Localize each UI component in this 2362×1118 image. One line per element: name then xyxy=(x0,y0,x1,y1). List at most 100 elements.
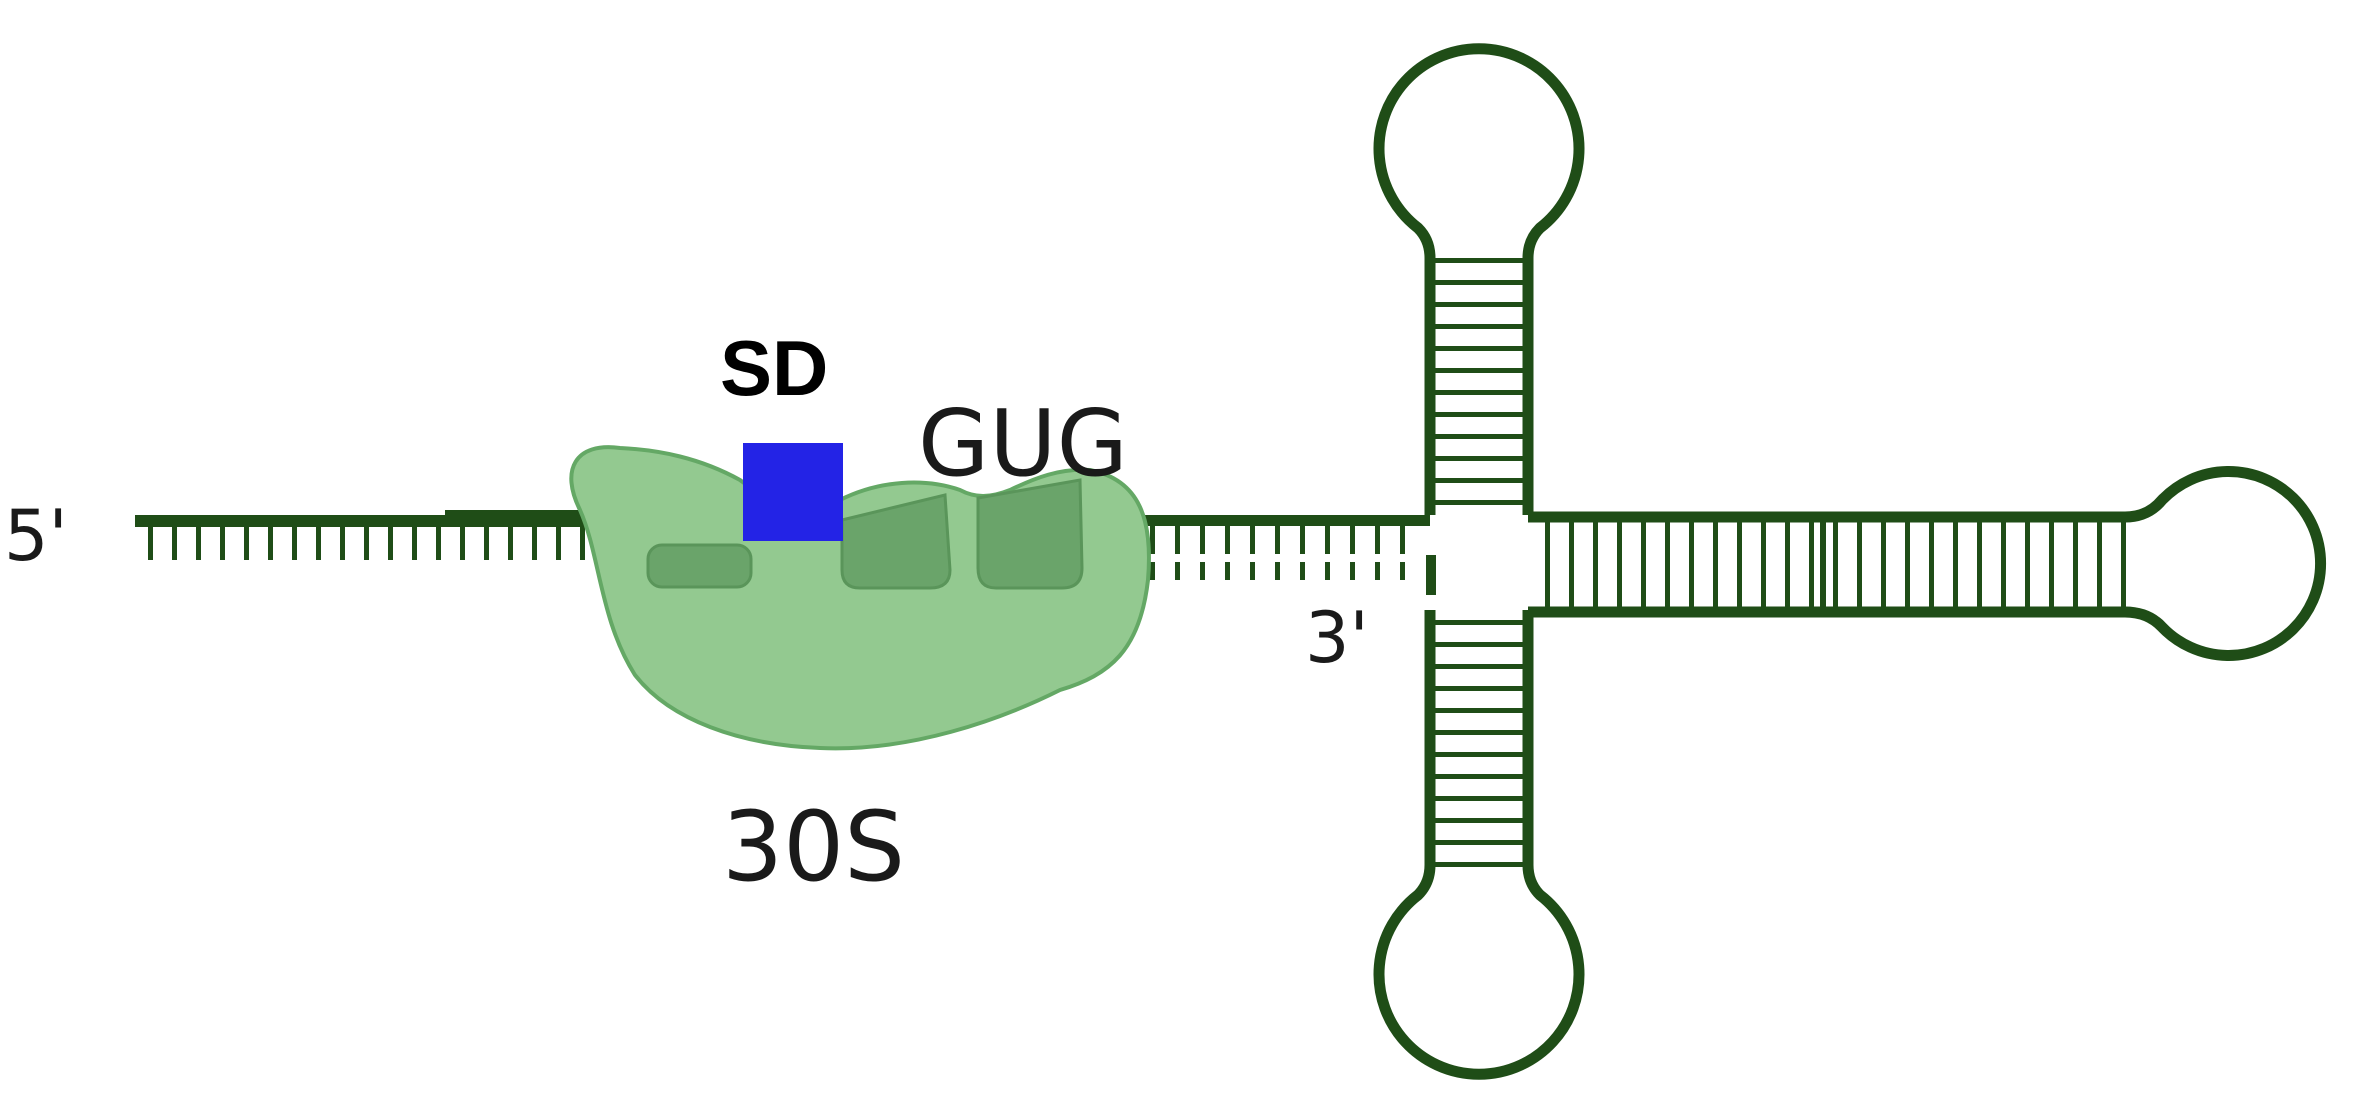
gug-label: GUG xyxy=(918,390,1128,497)
base-tick xyxy=(1150,524,1155,554)
ribosome-30s xyxy=(569,445,1151,751)
base-pair xyxy=(1434,390,1524,395)
base-tick xyxy=(172,524,177,560)
base-tick xyxy=(316,524,321,560)
three-prime-label: 3' xyxy=(1305,597,1369,679)
three-prime-end-mark xyxy=(1426,555,1436,595)
sd-box xyxy=(743,443,843,541)
junction-center xyxy=(1436,524,1523,606)
base-tick xyxy=(436,524,441,560)
base-pair xyxy=(1434,708,1524,713)
base-pair xyxy=(1833,521,1838,608)
stem-loop-structure xyxy=(1373,43,2326,1080)
base-tick xyxy=(1400,524,1405,554)
bottom-stem-basepairs xyxy=(1434,620,1524,867)
mrna-strand-3prime xyxy=(1140,515,1430,580)
base-tick xyxy=(1325,562,1330,580)
base-pair xyxy=(1434,642,1524,647)
mrna-base-ticks-dashed xyxy=(1150,562,1405,580)
sd-label: SD xyxy=(720,324,828,412)
base-tick xyxy=(388,524,393,560)
ribosome-pocket-p-site xyxy=(840,493,952,590)
base-tick xyxy=(1400,562,1405,580)
ribosome-pocket-a-site xyxy=(976,478,1084,590)
base-tick xyxy=(508,524,513,560)
base-pair xyxy=(1434,302,1524,307)
base-pair xyxy=(2073,521,2078,608)
base-pair xyxy=(1434,840,1524,845)
base-pair xyxy=(1785,521,1790,608)
base-tick xyxy=(1375,562,1380,580)
base-pair xyxy=(1665,521,1670,608)
base-tick xyxy=(1250,524,1255,554)
base-pair xyxy=(1929,521,1934,608)
base-tick xyxy=(1300,524,1305,554)
base-pair xyxy=(2121,521,2126,608)
base-tick xyxy=(148,524,153,560)
base-pair xyxy=(1434,456,1524,461)
base-tick xyxy=(1200,524,1205,554)
five-prime-label: 5' xyxy=(4,495,68,577)
right-hairpin-outline xyxy=(1528,466,2326,661)
mrna-base-ticks-middle xyxy=(1150,524,1405,554)
base-tick xyxy=(196,524,201,560)
base-pair xyxy=(1881,521,1886,608)
base-tick xyxy=(1275,524,1280,554)
base-tick xyxy=(412,524,417,560)
base-tick xyxy=(1275,562,1280,580)
top-stem-basepairs xyxy=(1434,258,1524,505)
base-pair xyxy=(1434,862,1524,867)
base-tick xyxy=(268,524,273,560)
base-tick xyxy=(1225,524,1230,554)
base-pair xyxy=(1434,796,1524,801)
right-stem-divider xyxy=(1820,517,1826,612)
base-pair xyxy=(1434,478,1524,483)
base-pair xyxy=(1434,258,1524,263)
base-tick xyxy=(1375,524,1380,554)
right-stem-basepairs xyxy=(1545,521,2126,608)
base-pair xyxy=(1977,521,1982,608)
base-pair xyxy=(1641,521,1646,608)
base-tick xyxy=(556,524,561,560)
base-pair xyxy=(1434,774,1524,779)
base-tick xyxy=(244,524,249,560)
mrna-base-ticks-left xyxy=(148,524,585,560)
base-pair xyxy=(1689,521,1694,608)
base-tick xyxy=(1250,562,1255,580)
base-pair xyxy=(1434,730,1524,735)
base-tick xyxy=(292,524,297,560)
base-pair xyxy=(1434,620,1524,625)
base-tick xyxy=(1150,562,1155,580)
mrna-backbone-step xyxy=(445,510,585,518)
base-tick xyxy=(1175,524,1180,554)
base-pair xyxy=(1434,686,1524,691)
base-pair xyxy=(1434,500,1524,505)
base-pair xyxy=(1905,521,1910,608)
ribosome-label: 30S xyxy=(722,791,905,903)
base-tick xyxy=(1325,524,1330,554)
ribosome-pocket-left xyxy=(646,543,753,589)
base-pair xyxy=(1434,346,1524,351)
base-tick xyxy=(340,524,345,560)
base-tick xyxy=(484,524,489,560)
base-pair xyxy=(1737,521,1742,608)
base-tick xyxy=(220,524,225,560)
base-pair xyxy=(2001,521,2006,608)
base-pair xyxy=(1434,368,1524,373)
base-tick xyxy=(364,524,369,560)
base-tick xyxy=(1225,562,1230,580)
base-pair xyxy=(1434,752,1524,757)
base-pair xyxy=(2049,521,2054,608)
base-pair xyxy=(1761,521,1766,608)
top-hairpin-outline xyxy=(1373,43,1585,515)
base-tick xyxy=(532,524,537,560)
base-pair xyxy=(1569,521,1574,608)
base-pair xyxy=(1434,412,1524,417)
base-pair xyxy=(2097,521,2102,608)
base-pair xyxy=(1593,521,1598,608)
base-tick xyxy=(460,524,465,560)
base-pair xyxy=(1545,521,1550,608)
base-pair xyxy=(1434,818,1524,823)
base-tick xyxy=(1200,562,1205,580)
